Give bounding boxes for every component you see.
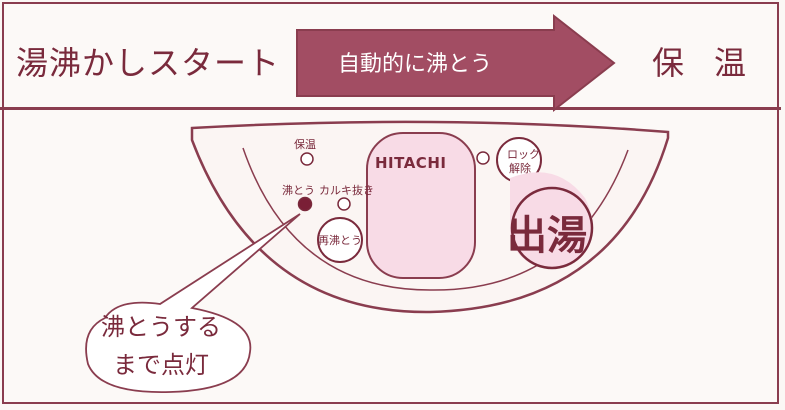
callout-bubble: [85, 213, 301, 393]
reboil-button-label: 再沸とう: [318, 234, 362, 247]
brand-display: [366, 132, 476, 279]
callout-text: 沸とうする まで点灯: [86, 308, 236, 384]
brand-logo: HITACHI: [375, 154, 447, 172]
chlorine-indicator-label: カルキ抜き: [319, 184, 374, 197]
header-divider: [0, 107, 781, 110]
callout-line-2: まで点灯: [113, 351, 209, 379]
keep-warm-label: 保温: [652, 44, 777, 82]
callout-line-1: 沸とうする: [101, 313, 221, 341]
boil-lamp: [297, 196, 313, 212]
unlock-button-label-1: ロック: [507, 148, 540, 161]
keep-warm-indicator-label: 保温: [294, 138, 316, 151]
unlock-lamp: [476, 151, 490, 165]
keep-warm-lamp: [300, 152, 314, 166]
progress-arrow: [296, 13, 616, 113]
arrow-label: 自動的に沸とう: [338, 52, 493, 77]
dispense-button-label: 出湯: [507, 213, 587, 259]
reboil-button-shape: [317, 217, 363, 263]
boil-indicator-label: 沸とう: [282, 184, 315, 197]
unlock-button-label-2: 解除: [509, 162, 531, 175]
dispense-button-shape: [510, 186, 594, 270]
start-label: 湯沸かしスタート: [16, 44, 281, 82]
chlorine-lamp: [337, 197, 351, 211]
